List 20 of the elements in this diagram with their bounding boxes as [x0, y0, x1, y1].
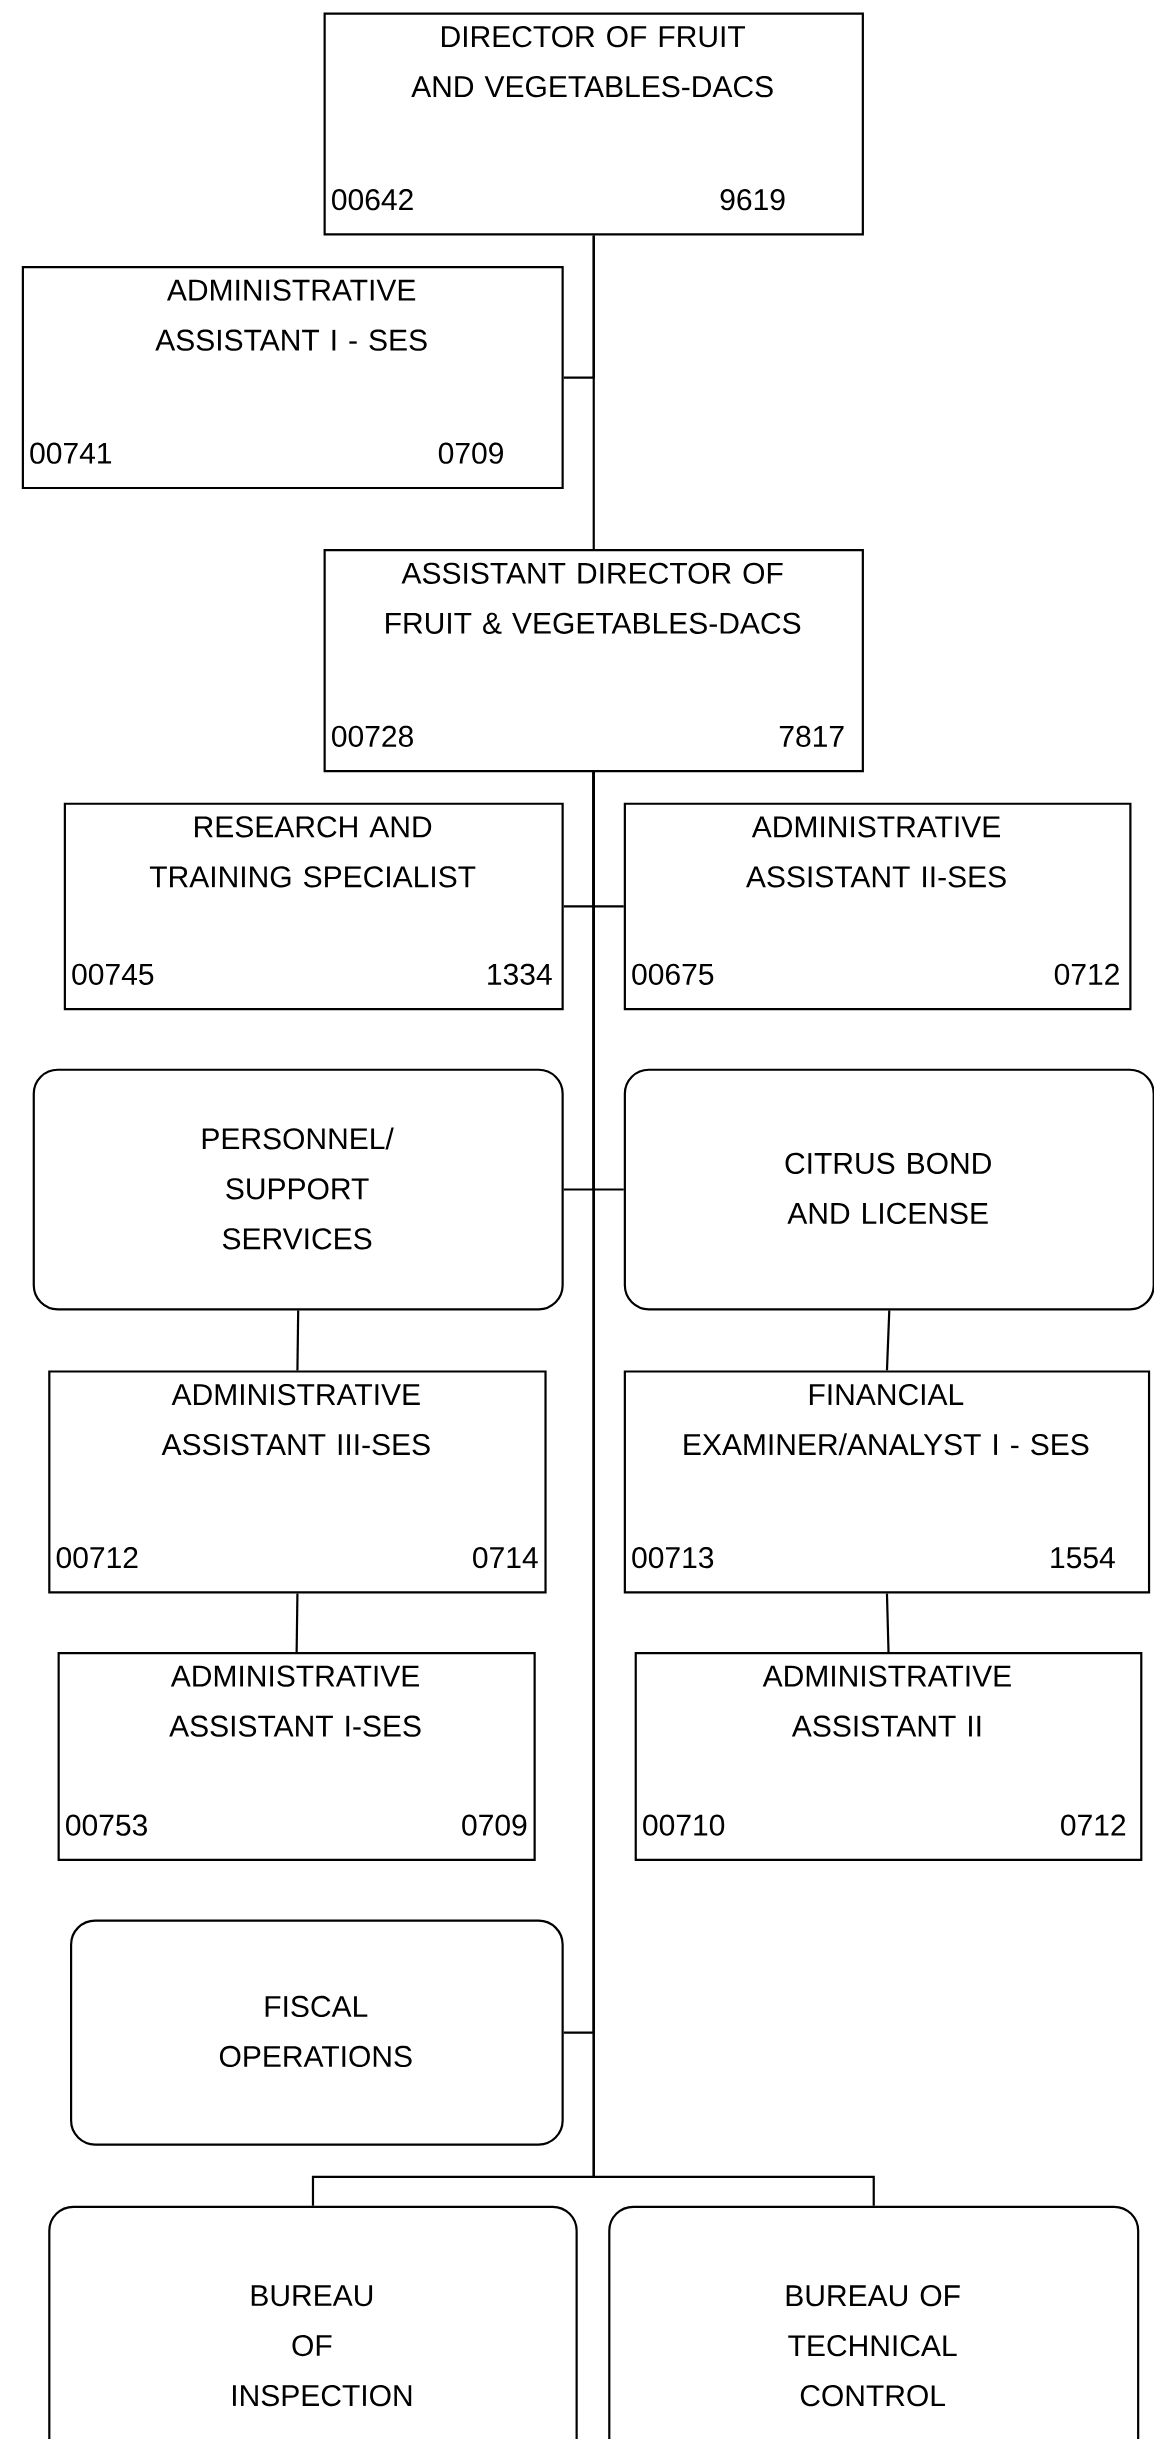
connector-line — [592, 235, 595, 550]
connector-line — [592, 772, 875, 2206]
position-box: ASSISTANT DIRECTOR OF FRUIT & VEGETABLES-DACS 00728 7817 — [323, 549, 864, 773]
position-box: ADMINISTRATIVE ASSISTANT II-SES 00675 0712 — [623, 802, 1132, 1011]
position-box: DIRECTOR OF FRUIT AND VEGETABLES-DACS 00642 9619 — [323, 12, 864, 236]
position-box: ADMINISTRATIVE ASSISTANT I - SES 00741 0709 — [21, 266, 564, 490]
position-box: ADMINISTRATIVE ASSISTANT III-SES 00712 0714 — [48, 1370, 547, 1594]
unit-box: BUREAU OF TECHNICAL CONTROL — [608, 2205, 1140, 2439]
unit-box: CITRUS BOND AND LICENSE — [623, 1068, 1154, 1311]
position-box: FINANCIAL EXAMINER/ANALYST I - SES 00713 1554 — [623, 1370, 1151, 1594]
connector-line — [885, 1593, 890, 1652]
unit-box: PERSONNEL/ SUPPORT SERVICES — [32, 1068, 564, 1311]
connector-line — [885, 1310, 891, 1371]
position-box: ADMINISTRATIVE ASSISTANT I-SES 00753 0709 — [57, 1651, 536, 1862]
position-box: RESEARCH AND TRAINING SPECIALIST 00745 1334 — [63, 802, 564, 1011]
unit-box: BUREAU OF INSPECTION — [48, 2205, 578, 2439]
connector-line — [296, 1310, 300, 1371]
connector-line — [295, 1593, 299, 1652]
unit-box: FISCAL OPERATIONS — [69, 1919, 564, 2146]
position-box: ADMINISTRATIVE ASSISTANT II 00710 0712 — [634, 1651, 1143, 1862]
